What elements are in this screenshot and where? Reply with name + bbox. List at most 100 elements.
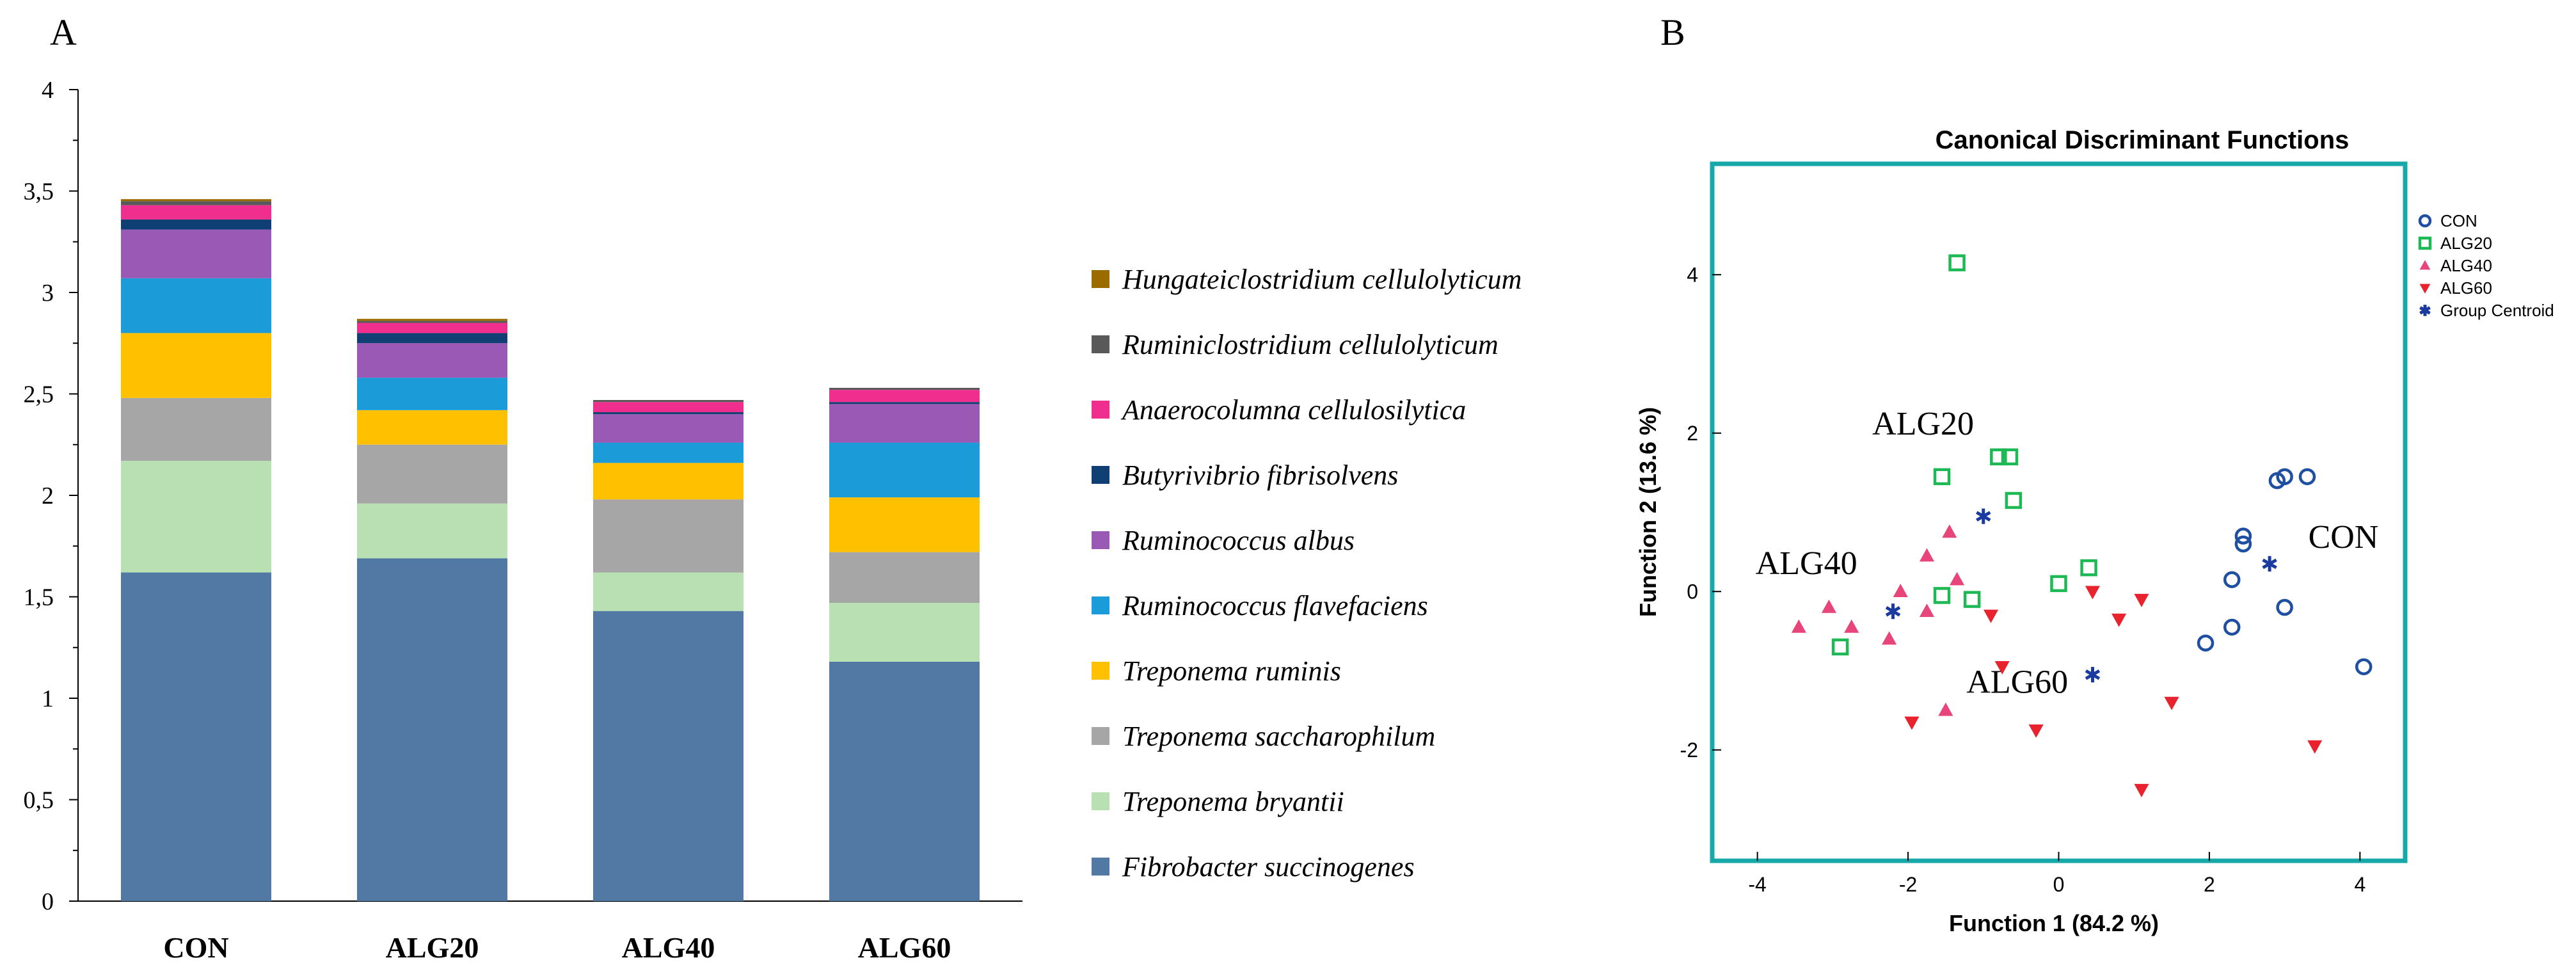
legend-swatch-butyrivibrio-fibrisolvens (1092, 466, 1109, 484)
bar-segment-con-ruminiclostridium-cellulolyticum (121, 201, 271, 205)
bar-segment-alg20-fibrobacter-succinogenes (357, 558, 507, 901)
bar-segment-alg20-anaerocolumna-cellulosilytica (357, 323, 507, 333)
point-alg20 (2001, 448, 2019, 466)
point-alg20 (1990, 448, 2007, 466)
y-tick-label: 4 (1687, 263, 1698, 286)
bar-segment-alg20-treponema-ruminis (357, 410, 507, 445)
panel-label-b: B (1660, 12, 1685, 53)
point-group-centroid (2085, 667, 2101, 683)
bar-segment-con-fibrobacter-succinogenes (121, 572, 271, 901)
legend-marker-alg60 (2419, 284, 2431, 294)
y-tick-label: -2 (1680, 739, 1698, 762)
x-tick-label: -4 (1748, 873, 1766, 896)
y-tick-label: 1,5 (24, 584, 54, 611)
y-tick-label: 3,5 (24, 179, 54, 205)
point-alg20 (1933, 468, 1951, 486)
legend-marker-alg20 (2418, 236, 2432, 250)
legend-swatch-treponema-saccharophilum (1092, 727, 1109, 745)
point-alg60 (2164, 696, 2179, 710)
legend-label: ALG40 (2440, 256, 2492, 275)
point-alg40 (1844, 619, 1859, 633)
bar-segment-alg40-treponema-saccharophilum (593, 499, 743, 573)
point-alg40 (1893, 584, 1908, 598)
bar-segment-alg20-hungateiclostridium-cellulolyticum (357, 319, 507, 321)
x-tick-label: 0 (2053, 873, 2065, 896)
bar-segment-alg60-ruminococcus-albus (829, 404, 980, 443)
bar-segment-alg60-treponema-saccharophilum (829, 552, 980, 604)
bar-segment-alg60-treponema-bryantii (829, 603, 980, 662)
bar-segment-alg60-treponema-ruminis (829, 497, 980, 552)
legend-swatch-treponema-ruminis (1092, 662, 1109, 680)
legend-label: Hungateiclostridium cellulolyticum (1122, 264, 1522, 295)
y-tick-label: 2 (1687, 422, 1698, 445)
point-alg60 (2085, 586, 2101, 600)
x-tick-label: 2 (2204, 873, 2215, 896)
legend-label: Treponema saccharophilum (1122, 721, 1435, 752)
bar-segment-alg40-ruminococcus-albus (593, 414, 743, 443)
bar-segment-alg60-ruminiclostridium-cellulolyticum (829, 387, 980, 390)
point-alg60 (1984, 609, 1999, 623)
y-tick-label: 2 (42, 483, 54, 509)
point-con (2276, 598, 2293, 616)
point-alg20 (1933, 587, 1951, 604)
point-alg60 (2134, 783, 2149, 797)
bar-segment-con-butyrivibrio-fibrisolvens (121, 219, 271, 230)
legend-label: Ruminiclostridium cellulolyticum (1122, 329, 1499, 360)
legend-swatch-ruminiclostridium-cellulolyticum (1092, 335, 1109, 353)
bar-segment-con-treponema-bryantii (121, 461, 271, 573)
legend-label: Ruminococcus albus (1122, 525, 1355, 556)
point-group-centroid (1885, 604, 1901, 620)
point-alg20 (1963, 591, 1981, 608)
point-alg20 (1831, 638, 1849, 656)
bar-segment-con-treponema-saccharophilum (121, 397, 271, 461)
x-tick-label: 4 (2354, 873, 2365, 896)
legend-swatch-ruminococcus-flavefaciens (1092, 596, 1109, 614)
point-group-centroid (1976, 508, 1991, 524)
y-tick-label: 0 (1687, 580, 1698, 603)
bar-segment-alg40-ruminococcus-flavefaciens (593, 442, 743, 463)
y-tick-label: 2,5 (24, 381, 54, 408)
point-con (2298, 468, 2316, 486)
bar-segment-alg40-treponema-ruminis (593, 463, 743, 500)
point-alg40 (1950, 572, 1965, 586)
bar-segment-alg20-treponema-bryantii (357, 503, 507, 559)
point-con (2276, 468, 2293, 486)
point-con (2197, 634, 2214, 652)
plot-frame (1710, 161, 2408, 863)
x-tick-label: CON (163, 931, 228, 964)
y-tick-label: 4 (42, 77, 54, 104)
point-con (2223, 571, 2241, 588)
point-alg60 (2028, 724, 2044, 738)
x-axis-label: Function 1 (84.2 %) (1949, 910, 2159, 936)
bar-segment-alg40-treponema-bryantii (593, 572, 743, 611)
point-alg60 (1994, 661, 2010, 675)
point-con (2223, 618, 2241, 636)
point-alg40 (1882, 631, 1897, 645)
point-alg40 (1942, 524, 1957, 538)
x-tick-label: ALG40 (622, 931, 715, 964)
point-alg40 (1791, 619, 1806, 633)
bar-segment-alg20-treponema-saccharophilum (357, 444, 507, 504)
group-label-con: CON (2309, 519, 2379, 556)
legend-label: Group Centroid (2440, 301, 2554, 320)
legend-marker-alg40 (2419, 260, 2431, 270)
bar-segment-alg40-ruminiclostridium-cellulolyticum (593, 400, 743, 403)
bar-segment-con-ruminococcus-flavefaciens (121, 278, 271, 333)
point-alg40 (1919, 604, 1935, 617)
point-alg20 (2050, 575, 2067, 593)
bar-segment-con-hungateiclostridium-cellulolyticum (121, 199, 271, 202)
legend-marker-con (2418, 214, 2432, 228)
bar-segment-alg40-fibrobacter-succinogenes (593, 611, 743, 901)
legend-label: Butyrivibrio fibrisolvens (1122, 460, 1398, 491)
point-con (2234, 527, 2252, 545)
bar-segment-con-ruminococcus-albus (121, 229, 271, 278)
point-alg20 (2080, 559, 2097, 577)
bar-segment-alg60-fibrobacter-succinogenes (829, 661, 980, 901)
point-alg60 (2307, 740, 2323, 754)
bar-segment-con-anaerocolumna-cellulosilytica (121, 205, 271, 220)
bar-segment-alg60-ruminococcus-flavefaciens (829, 442, 980, 498)
legend-label: Treponema ruminis (1122, 655, 1341, 687)
point-alg60 (1904, 716, 1920, 730)
legend-label: ALG20 (2440, 234, 2492, 253)
